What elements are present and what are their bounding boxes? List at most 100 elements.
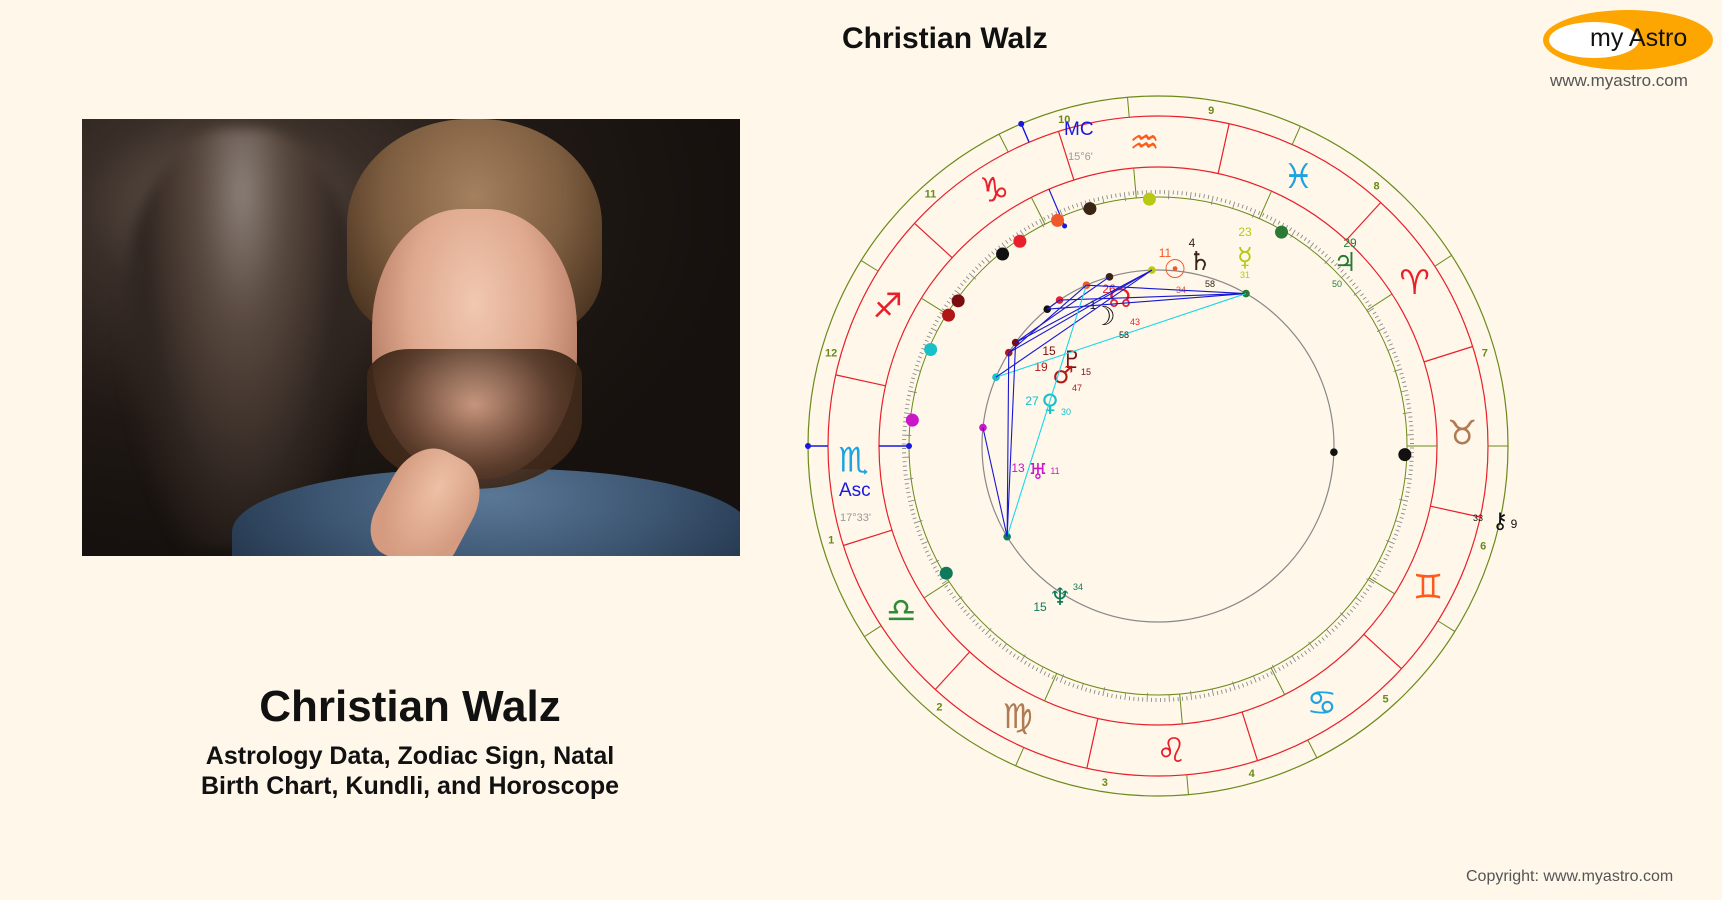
degree-tick xyxy=(995,640,999,644)
myastro-logo[interactable]: my Astro xyxy=(1543,10,1715,70)
house-cusp-inner-line xyxy=(1368,577,1395,595)
degree-tick xyxy=(1220,197,1223,203)
degree-tick xyxy=(1406,403,1411,405)
pluto-degree-label: 15 xyxy=(1042,344,1056,358)
house-cusp-line xyxy=(998,133,1009,153)
degree-tick xyxy=(1068,681,1071,687)
planet-marker-neptune xyxy=(939,566,953,580)
zodiac-sign-pisces-icon: ♓ xyxy=(1283,157,1313,197)
degree-tick xyxy=(1340,269,1344,273)
sign-cusp-line xyxy=(1217,123,1230,174)
degree-tick xyxy=(1399,516,1404,519)
degree-tick xyxy=(1324,256,1332,265)
house-cusp-inner-line xyxy=(1030,197,1046,225)
degree-tick xyxy=(928,331,933,335)
jupiter-glyph-icon: ♃ xyxy=(1333,248,1356,278)
aspect-circle xyxy=(981,269,1335,623)
planet-marker-mars xyxy=(942,308,956,322)
aspect-line xyxy=(1006,285,1087,537)
moon-minute-label: 58 xyxy=(1119,330,1129,340)
mercury-degree-label: 23 xyxy=(1238,225,1252,239)
degree-tick xyxy=(1378,560,1386,565)
degree-tick xyxy=(1115,193,1117,198)
degree-tick xyxy=(1251,209,1257,218)
mars-glyph-icon: ♂ xyxy=(1052,361,1074,389)
planet-marker-jupiter xyxy=(1275,225,1288,239)
degree-tick xyxy=(1388,343,1393,346)
degree-tick xyxy=(1031,665,1035,670)
degree-tick xyxy=(1281,665,1285,669)
degree-tick xyxy=(1400,389,1408,393)
degree-tick xyxy=(928,558,933,561)
degree-tick xyxy=(1089,688,1092,693)
degree-tick xyxy=(1024,660,1027,665)
degree-tick xyxy=(1051,675,1055,680)
degree-tick xyxy=(905,403,910,406)
degree-tick xyxy=(984,627,992,636)
degree-tick xyxy=(962,279,967,283)
zodiac-sign-gemini-icon: ♊ xyxy=(1413,567,1443,607)
degree-tick xyxy=(1402,504,1408,506)
degree-tick xyxy=(966,612,970,617)
degree-tick xyxy=(1097,197,1100,202)
degree-tick xyxy=(917,356,923,359)
degree-tick xyxy=(1317,248,1321,252)
degree-tick xyxy=(1349,609,1354,613)
degree-tick xyxy=(1043,671,1047,676)
degree-tick xyxy=(1346,612,1351,616)
degree-tick xyxy=(1393,355,1398,358)
degree-tick xyxy=(1123,192,1126,202)
degree-tick xyxy=(952,595,956,599)
degree-tick xyxy=(1035,667,1039,672)
degree-tick xyxy=(969,614,975,620)
degree-tick xyxy=(1110,194,1113,199)
house-number-label: 12 xyxy=(825,347,837,359)
degree-tick xyxy=(1207,195,1210,200)
celebrity-photo xyxy=(82,119,740,556)
degree-tick xyxy=(904,407,909,410)
venus-minute-label: 30 xyxy=(1061,407,1071,417)
degree-tick xyxy=(1016,656,1020,660)
degree-tick xyxy=(1392,537,1397,540)
degree-tick xyxy=(1376,327,1386,333)
degree-tick xyxy=(1220,689,1223,694)
degree-tick xyxy=(987,254,992,258)
degree-tick xyxy=(932,566,937,569)
degree-tick xyxy=(1396,525,1401,528)
degree-tick xyxy=(1249,207,1252,212)
degree-tick xyxy=(1241,683,1245,688)
degree-tick xyxy=(1352,282,1356,286)
uranus-degree-label: 13 xyxy=(1011,461,1025,475)
house-cusp-inner-line xyxy=(1133,168,1137,198)
degree-tick xyxy=(1331,259,1335,264)
house-number-label: 10 xyxy=(1058,114,1070,126)
logo-text: my Astro xyxy=(1590,24,1688,52)
site-url-link[interactable]: www.myastro.com xyxy=(1550,71,1688,90)
degree-tick xyxy=(918,534,923,537)
degree-tick xyxy=(1379,323,1384,326)
degree-tick xyxy=(1395,529,1400,532)
degree-tick xyxy=(907,394,912,397)
degree-tick xyxy=(975,622,979,626)
chiron-minute-label: 33 xyxy=(1473,513,1483,523)
degree-tick xyxy=(1278,667,1281,672)
degree-tick xyxy=(1389,545,1394,549)
degree-tick xyxy=(1353,289,1362,296)
sign-cusp-line xyxy=(1057,131,1075,181)
sign-cusp-line xyxy=(1423,345,1473,363)
house-cusp-inner-line xyxy=(1044,673,1058,702)
degree-tick xyxy=(1401,508,1407,511)
degree-ring xyxy=(908,196,1408,696)
degree-tick xyxy=(1401,381,1406,384)
degree-tick xyxy=(1331,628,1335,632)
aspect-line xyxy=(1047,293,1247,310)
degree-tick xyxy=(1407,407,1412,409)
degree-tick xyxy=(1400,512,1405,515)
degree-tick xyxy=(1362,296,1367,300)
degree-tick xyxy=(957,602,962,606)
degree-tick xyxy=(1340,619,1345,623)
zodiac-sign-taurus-icon: ♉ xyxy=(1447,413,1477,453)
mars-minute-label: 47 xyxy=(1072,383,1082,393)
degree-tick xyxy=(1352,605,1356,609)
degree-tick xyxy=(919,538,924,541)
